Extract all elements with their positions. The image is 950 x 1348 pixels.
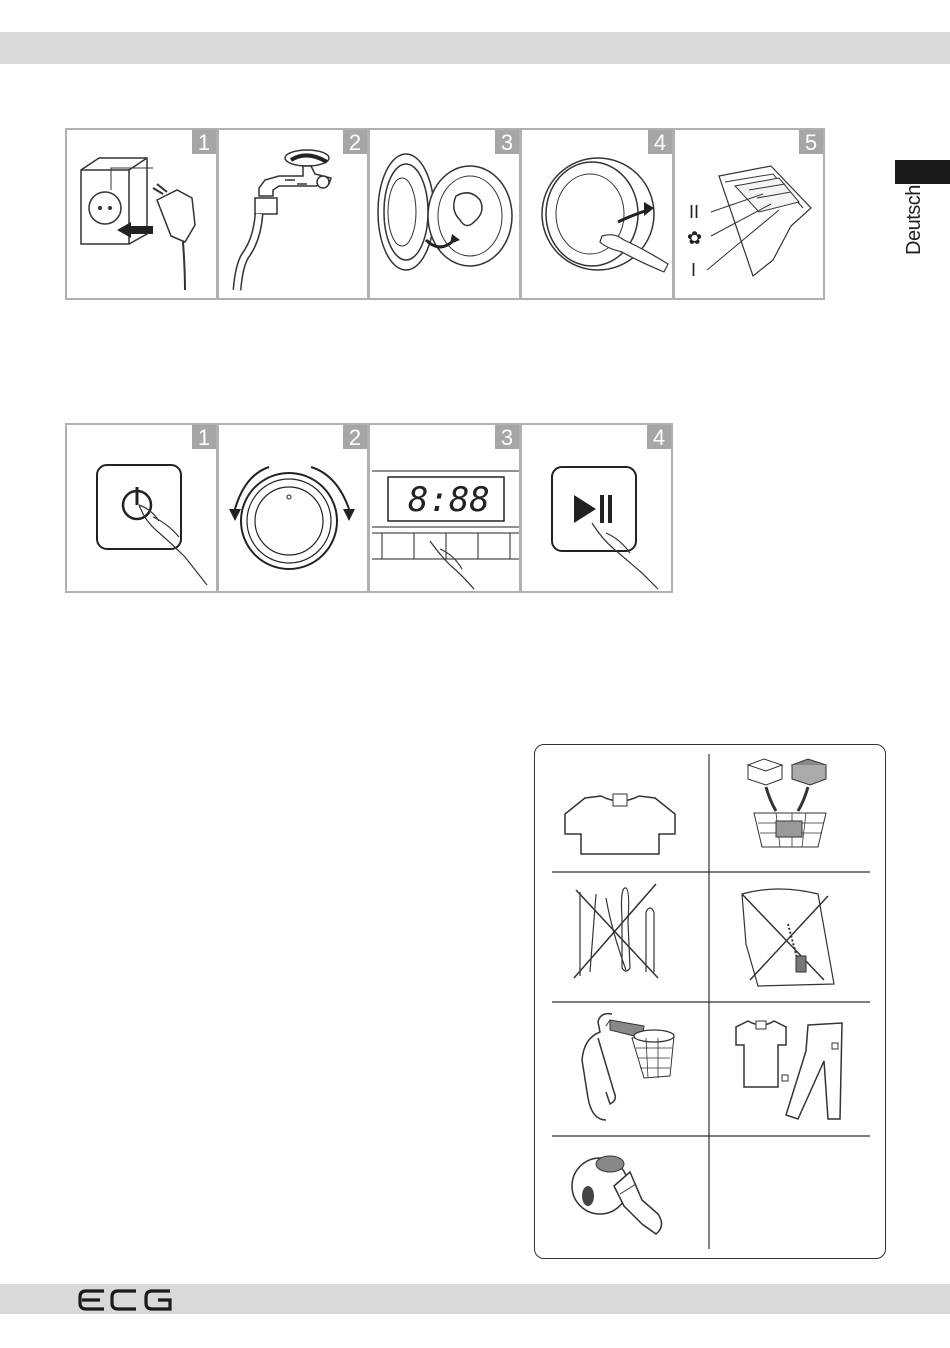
display-panel-icon: 8:88 [370,425,521,593]
small-items-bag-icon [566,1146,676,1242]
sort-laundry-icon [746,757,836,849]
ecg-logo [78,1287,178,1313]
language-tab-marker [895,160,950,184]
power-socket-plug-icon [67,130,218,300]
setup-step-1: 1 [65,128,218,300]
setup-step-5: 5 II ✿ I [673,128,825,300]
detergent-drawer-icon: II ✿ I [675,130,825,300]
softener-label: ✿ [687,228,702,249]
operate-step-4: 4 [520,423,673,593]
operate-step-1: 1 [65,423,218,593]
operate-step-2: 2 [217,423,369,593]
care-label-shirt-icon [555,790,685,860]
close-door-icon [522,130,674,300]
remove-hooks-icon [570,1008,690,1128]
start-pause-button-icon [522,425,673,593]
turn-inside-out-icon [732,1015,862,1125]
setup-step-2: 2 [217,128,369,300]
operate-step-3: 3 8:88 [368,423,521,593]
close-zippers-icon [738,884,838,990]
program-dial-icon [219,425,369,593]
header-bar [0,32,950,64]
water-tap-hose-icon [219,130,369,300]
setup-step-3: 3 [368,128,521,300]
prewash-label: II [689,202,699,222]
power-button-icon [67,425,218,593]
open-drum-door-icon [370,130,521,300]
no-sharp-objects-icon [566,882,666,982]
language-tab-label: Deutsch [903,215,926,255]
setup-step-4: 4 [520,128,674,300]
display-readout: 8:88 [408,480,490,520]
main-wash-label: I [691,260,696,280]
